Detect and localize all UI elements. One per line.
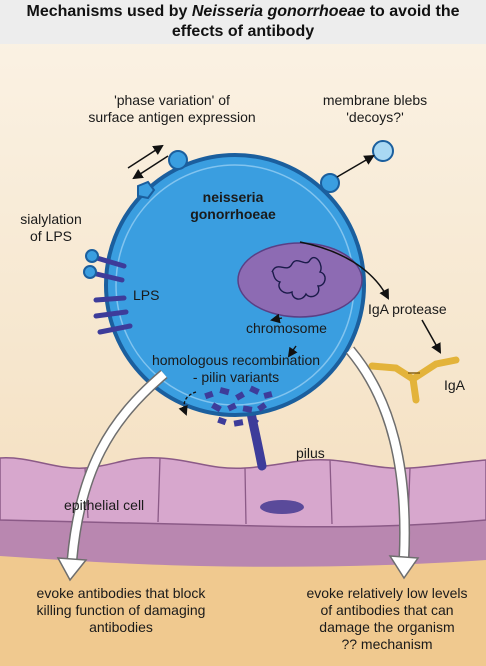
membrane-blebs-label-line2: 'decoys?'	[346, 109, 404, 125]
organism-label-line1: neisseria	[202, 189, 264, 205]
iga-molecule	[368, 356, 460, 404]
phase-variation-label-line1: 'phase variation' of	[114, 92, 230, 108]
outcome-arrow-right-head	[388, 555, 420, 580]
figure-title-line1: Mechanisms used by Neisseria gonorrhoeae…	[0, 2, 486, 22]
outcome-left-label: evoke antibodies that block killing func…	[14, 585, 228, 636]
title-prefix: Mechanisms used by	[26, 3, 192, 20]
surface-antigen-variant	[137, 180, 156, 200]
bacterial-cell	[104, 153, 366, 417]
sialic-acid	[85, 249, 99, 263]
pilus	[245, 403, 267, 471]
lps-molecule	[93, 309, 129, 319]
iga-protease-label: IgA protease	[368, 301, 447, 317]
outcome-right-line2: of antibodies that can	[320, 602, 454, 618]
membrane-blebs-label-line1: membrane blebs	[322, 92, 428, 108]
sialylation-label: sialylation of LPS	[6, 211, 96, 245]
released-bleb	[372, 140, 394, 162]
recombination-arrow	[178, 391, 197, 416]
phase-variation-label: 'phase variation' of surface antigen exp…	[62, 92, 282, 126]
epithelium-layer	[0, 457, 486, 528]
organism-label-line2: gonorrhoeae	[190, 206, 276, 222]
title-band	[0, 0, 486, 44]
recombination-label: homologous recombination - pilin variant…	[128, 352, 344, 386]
chromosome-pointer	[270, 313, 283, 324]
outcome-right-label: evoke relatively low levels of antibodie…	[292, 585, 482, 653]
pilus-label: pilus	[296, 445, 325, 461]
organism-label: neisseria gonorrhoeae	[178, 189, 288, 223]
pilin-fragments	[204, 385, 273, 427]
outcome-arrow-right-shaft	[346, 347, 409, 559]
outcome-right-line3: damage the organism	[319, 619, 455, 635]
recombination-label-line2: - pilin variants	[192, 369, 280, 385]
bleb-release-arrow	[336, 154, 375, 178]
outcome-arrow-left-head	[56, 557, 88, 582]
phase-variation-arrow-forward	[127, 144, 164, 169]
outcome-left-line3: antibodies	[89, 619, 153, 635]
epithelial-nucleus	[260, 500, 304, 514]
lps-molecule	[97, 323, 133, 335]
outcome-left-line2: killing function of damaging	[36, 602, 206, 618]
iga-label: IgA	[444, 377, 466, 393]
outcome-left-line1: evoke antibodies that block	[36, 585, 206, 601]
outcome-right-line1: evoke relatively low levels	[306, 585, 468, 601]
title-organism: Neisseria gonorrhoeae	[191, 3, 366, 20]
figure-title-line2: effects of antibody	[171, 23, 315, 40]
sialylation-label-line2: of LPS	[29, 228, 73, 244]
membrane-bleb	[320, 173, 340, 193]
lps-label: LPS	[133, 287, 160, 303]
title-suffix: to avoid the	[365, 3, 460, 20]
phase-variation-arrow-back	[132, 155, 169, 180]
membrane-blebs-label: membrane blebs 'decoys?'	[310, 92, 440, 126]
epithelial-cell-label: epithelial cell	[64, 497, 145, 513]
sialic-acid	[83, 265, 97, 279]
outcome-right-line4: ?? mechanism	[341, 636, 433, 652]
lps-molecule	[93, 295, 127, 303]
figure-title: Mechanisms used by Neisseria gonorrhoeae…	[0, 2, 486, 42]
recombination-label-line1: homologous recombination	[151, 352, 321, 368]
nucleoid	[237, 242, 363, 318]
chromosome-dna	[271, 256, 326, 300]
iga-protease-arrow	[299, 241, 389, 300]
phase-variation-label-line2: surface antigen expression	[88, 109, 256, 125]
chromosome-label: chromosome	[246, 320, 327, 336]
outcome-arrow-left-shaft	[68, 370, 167, 561]
surface-antigen	[168, 150, 188, 170]
iga-cleavage-arrow	[421, 319, 442, 354]
sialylation-label-line1: sialylation	[20, 211, 82, 227]
chromosome-to-recombination-arrow	[287, 345, 298, 358]
